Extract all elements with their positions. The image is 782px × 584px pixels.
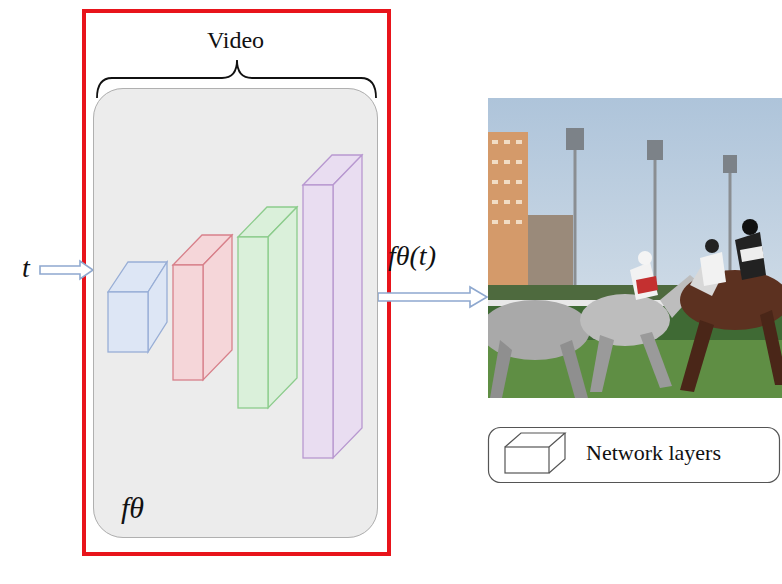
legend-entry: Network layers bbox=[586, 440, 721, 466]
input-arrow bbox=[40, 261, 93, 279]
brace bbox=[97, 60, 376, 98]
video-frame bbox=[488, 98, 782, 398]
network-layers bbox=[108, 155, 362, 458]
legend-frame bbox=[489, 428, 780, 483]
network-box: Videofθ bbox=[93, 88, 378, 538]
function-symbol: fθ bbox=[121, 491, 144, 525]
box-fill bbox=[93, 88, 378, 538]
group-heading: Video bbox=[94, 27, 377, 54]
legend-text: Network layers bbox=[586, 440, 721, 465]
output-arrow bbox=[378, 287, 487, 307]
layer-icon bbox=[505, 433, 565, 473]
output-symbol: fθ(t) bbox=[388, 240, 436, 272]
highlight-frame bbox=[84, 11, 389, 554]
input-symbol: t bbox=[22, 252, 30, 284]
